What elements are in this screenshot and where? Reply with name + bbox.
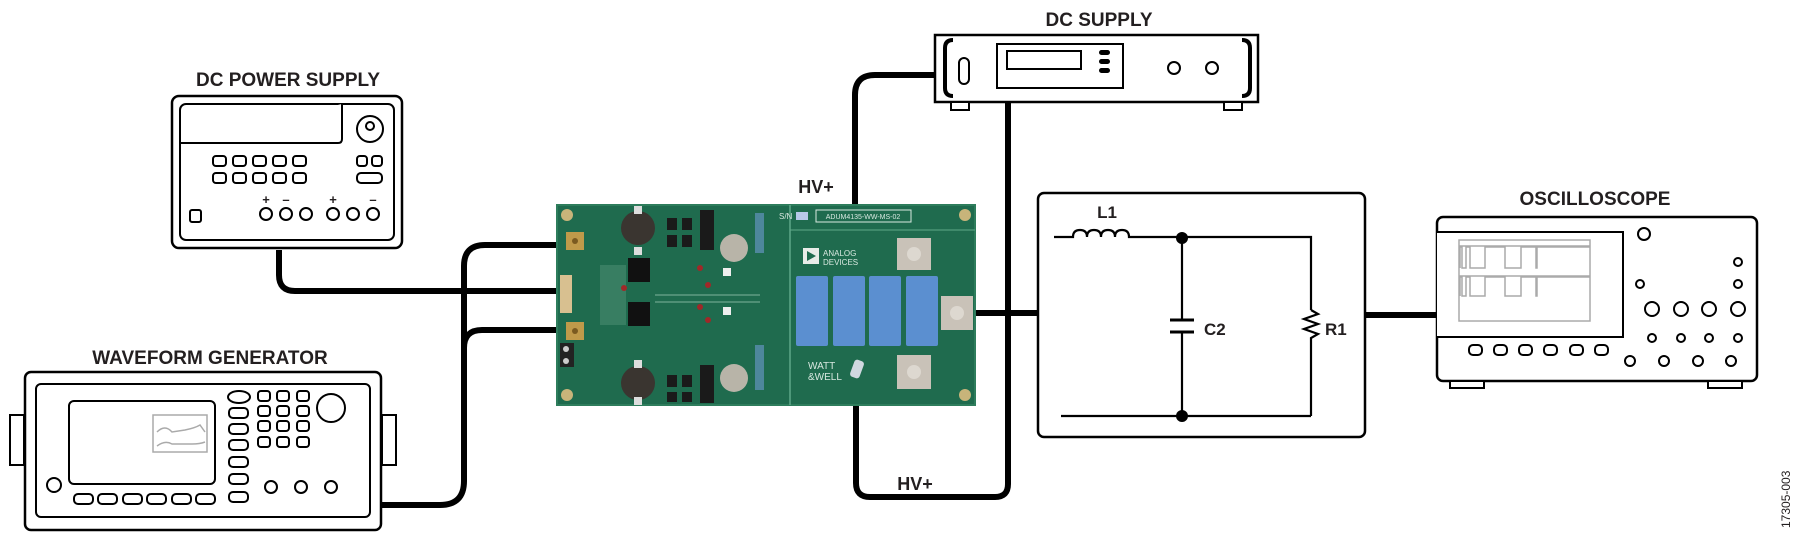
junction-dot — [1176, 410, 1188, 422]
waveform-generator: WAVEFORM GENERATOR — [9, 348, 397, 532]
capacitor-label: C2 — [1204, 320, 1226, 339]
analog-devices-logo: ANALOG DEVICES — [803, 248, 858, 267]
waveform-generator-label: WAVEFORM GENERATOR — [92, 348, 328, 369]
dc-supply-buttons — [1099, 50, 1110, 73]
terminal-sign: – — [369, 192, 376, 207]
filter-box — [1036, 191, 1367, 439]
waveform-knob-icon — [316, 393, 346, 423]
inductor-bottom — [621, 366, 655, 400]
capacitor-icon — [1170, 318, 1194, 334]
board-serial-label: S/N — [779, 212, 793, 221]
waveform-power-icon — [46, 477, 62, 493]
wire-hv-bottom — [853, 102, 1011, 500]
oscilloscope-label: OSCILLOSCOPE — [1520, 189, 1671, 210]
dc-supply-display — [1006, 50, 1082, 70]
junction-dot — [1176, 232, 1188, 244]
gate-driver-ic — [628, 258, 650, 282]
inductor-icon — [1054, 228, 1313, 310]
standoff — [720, 364, 748, 392]
logo-text: DEVICES — [823, 258, 858, 267]
watt-well-logo: WATT &WELL — [808, 359, 864, 383]
dc-supply: DC SUPPLY — [933, 10, 1260, 111]
inductor-label: L1 — [1097, 203, 1117, 222]
wire-dc-power-to-board — [276, 250, 557, 294]
standoff — [720, 234, 748, 262]
gate-driver-ic — [628, 302, 650, 326]
figure-id: 17305-003 — [1779, 470, 1793, 528]
terminal-sign: + — [329, 192, 337, 207]
hv-plus-top-label: HV+ — [798, 177, 834, 197]
brand-text: WATT — [808, 361, 835, 372]
dc-supply-terminal — [1205, 61, 1219, 75]
oscilloscope: OSCILLOSCOPE — [1435, 189, 1759, 389]
terminal-sign: – — [282, 192, 289, 207]
resistor-label: R1 — [1325, 320, 1347, 339]
hv-plus-bottom-label: HV+ — [897, 474, 933, 494]
header-pins — [560, 275, 572, 313]
resistor-icon — [1300, 309, 1322, 416]
waveform-numpad — [257, 390, 310, 448]
evaluation-board: S/N ADUM4135-WW-MS-02 ANALOG DEVICES WAT… — [556, 204, 976, 406]
scope-knobs — [1624, 227, 1746, 367]
lc-filter-load: L1 R1 C2 — [1036, 191, 1367, 439]
board-part-number: ADUM4135-WW-MS-02 — [826, 214, 901, 221]
dc-power-supply-label: DC POWER SUPPLY — [196, 70, 380, 91]
wire-waveform-to-board — [382, 242, 557, 508]
mounting-holes — [561, 209, 971, 401]
waveform-outputs — [264, 480, 338, 494]
dc-power-terminals: + – + – — [259, 192, 380, 221]
wire-waveform-branch — [461, 327, 557, 351]
scope-softkeys — [1468, 344, 1609, 356]
dc-power-switch — [189, 209, 202, 223]
waveform-softkeys — [73, 493, 216, 505]
wiring — [276, 72, 1437, 508]
dc-power-keypad — [212, 155, 383, 184]
inductor-top — [621, 211, 655, 245]
dc-supply-terminal — [1167, 61, 1181, 75]
film-capacitors — [796, 276, 938, 346]
dc-power-supply: DC POWER SUPPLY — [170, 70, 404, 250]
scope-screen — [1458, 239, 1591, 322]
scope-trace-icon — [1459, 246, 1590, 269]
wire-hv-top — [852, 72, 935, 205]
terminal-sign: + — [262, 192, 270, 207]
waveform-trace-icon — [152, 414, 208, 453]
waveform-side-keys — [227, 390, 251, 503]
dc-supply-power-icon — [958, 57, 970, 85]
dc-supply-label: DC SUPPLY — [1046, 10, 1153, 31]
brand-text: &WELL — [808, 372, 842, 383]
logo-text: ANALOG — [823, 249, 856, 258]
